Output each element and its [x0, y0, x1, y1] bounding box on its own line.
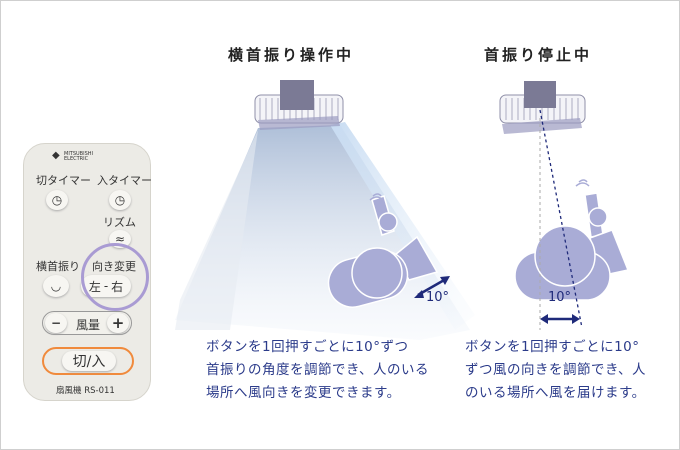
person-left	[327, 195, 439, 308]
fan-left	[254, 80, 344, 130]
fan-speed-label: 風量	[76, 318, 101, 332]
clock-icon: ◷	[114, 193, 126, 207]
mitsubishi-logo-icon: ◆	[52, 150, 60, 161]
direction-line	[539, 109, 583, 329]
left-description: ボタンを1回押すごとに10°ずつ 首振りの角度を調節でき、人のいる 場所へ風向き…	[206, 336, 429, 405]
left-panel-title: 横首振り操作中	[228, 46, 355, 64]
angle-arrow-right	[540, 314, 580, 324]
remote-control: MITSUBISHI ELECTRIC ◆ 切タイマー 入タイマー ◷ ◷ リズ…	[23, 143, 152, 401]
brand-logo: MITSUBISHI ELECTRIC	[64, 151, 93, 162]
desc-line: ボタンを1回押すごとに10°ずつ	[206, 339, 409, 355]
right-panel-title: 首振り停止中	[484, 46, 593, 64]
on-timer-label: 入タイマー	[97, 174, 152, 187]
power-ring: 切/入	[42, 347, 134, 375]
desc-line: 場所へ風向きを変更できます。	[206, 385, 401, 401]
model-label: 扇風機 RS-011	[56, 386, 115, 396]
fan-right	[499, 81, 586, 134]
power-button[interactable]: 切/入	[62, 351, 116, 371]
angle-label-left: 10°	[426, 290, 450, 305]
angle-label-right: 10°	[548, 290, 572, 305]
signal-icon	[575, 179, 590, 187]
right-description: ボタンを1回押すごとに10° ずつ風の向きを調節でき、人 のいる場所へ風を届けま…	[465, 336, 646, 405]
desc-line: のいる場所へ風を届けます。	[465, 385, 646, 401]
air-beam-edge	[175, 130, 258, 330]
clock-icon: ◷	[51, 193, 63, 207]
rhythm-label: リズム	[103, 216, 136, 229]
fan-speed-control: − 風量 +	[42, 311, 132, 335]
swing-button[interactable]: ◡	[43, 275, 69, 297]
fan-speed-plus-button[interactable]: +	[107, 313, 129, 333]
wave-icon: ≈	[114, 232, 126, 246]
desc-line: ボタンを1回押すごとに10°	[465, 339, 640, 355]
desc-line: 首振りの角度を調節でき、人のいる	[206, 362, 430, 378]
fan-speed-minus-button[interactable]: −	[45, 313, 67, 333]
swing-arc-icon: ◡	[50, 279, 62, 293]
swing-label: 横首振り	[36, 260, 80, 273]
air-beam-narrow	[330, 122, 475, 330]
highlight-ring	[81, 243, 149, 311]
signal-icon	[369, 193, 384, 201]
desc-line: ずつ風の向きを調節でき、人	[465, 362, 647, 378]
person-right	[514, 192, 630, 301]
off-timer-label: 切タイマー	[36, 174, 91, 187]
off-timer-button[interactable]: ◷	[46, 190, 68, 210]
angle-arrow-left	[414, 276, 450, 298]
on-timer-button[interactable]: ◷	[109, 190, 131, 210]
